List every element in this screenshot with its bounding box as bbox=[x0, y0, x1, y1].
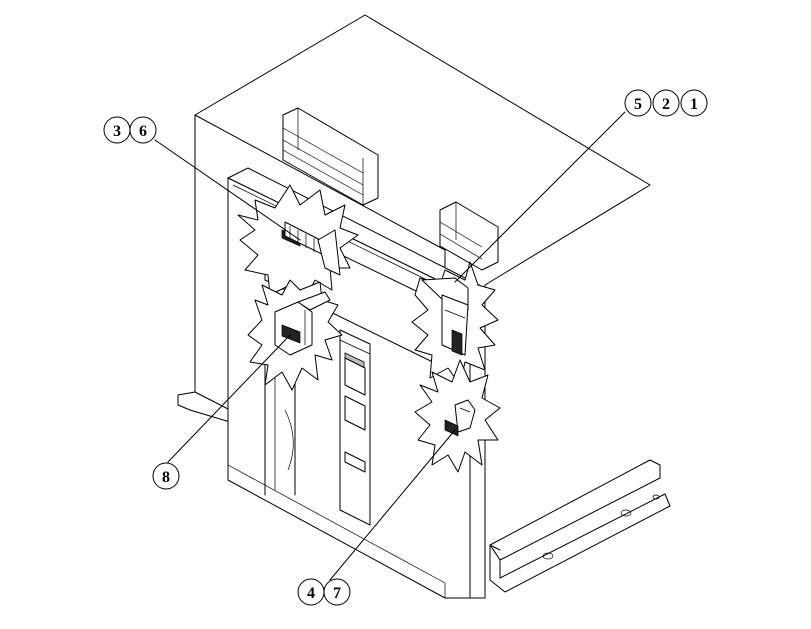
callout-number: 3 bbox=[113, 123, 121, 140]
callout-number: 5 bbox=[634, 96, 642, 113]
callout-number: 4 bbox=[307, 585, 315, 602]
callout-top-right: 5 2 1 bbox=[624, 89, 708, 117]
callout-balloon bbox=[680, 89, 708, 117]
callout-balloon bbox=[323, 578, 351, 606]
callout-number: 8 bbox=[162, 469, 170, 486]
floor-rail-bracket bbox=[489, 459, 671, 593]
callout-number: 7 bbox=[333, 585, 341, 602]
callout-number: 2 bbox=[662, 96, 670, 113]
callout-balloon bbox=[152, 462, 180, 490]
cutaway-bottom-right bbox=[414, 359, 501, 473]
callout-number: 6 bbox=[139, 123, 147, 140]
left-mounting-bracket bbox=[177, 391, 231, 423]
cutaway-left bbox=[247, 279, 343, 391]
callout-balloon bbox=[652, 89, 680, 117]
cutaway-top-left bbox=[237, 184, 359, 301]
callout-balloon bbox=[129, 116, 157, 144]
callout-balloon bbox=[624, 89, 652, 117]
callout-bottom: 4 7 bbox=[297, 578, 351, 606]
callout-number: 1 bbox=[690, 96, 698, 113]
leader-lines bbox=[154, 111, 626, 581]
control-panel bbox=[339, 329, 371, 526]
cutaway-top-right bbox=[411, 261, 499, 386]
callout-left: 8 bbox=[152, 462, 180, 490]
callout-top-left: 3 6 bbox=[103, 116, 157, 144]
top-left-vent bbox=[282, 107, 379, 206]
